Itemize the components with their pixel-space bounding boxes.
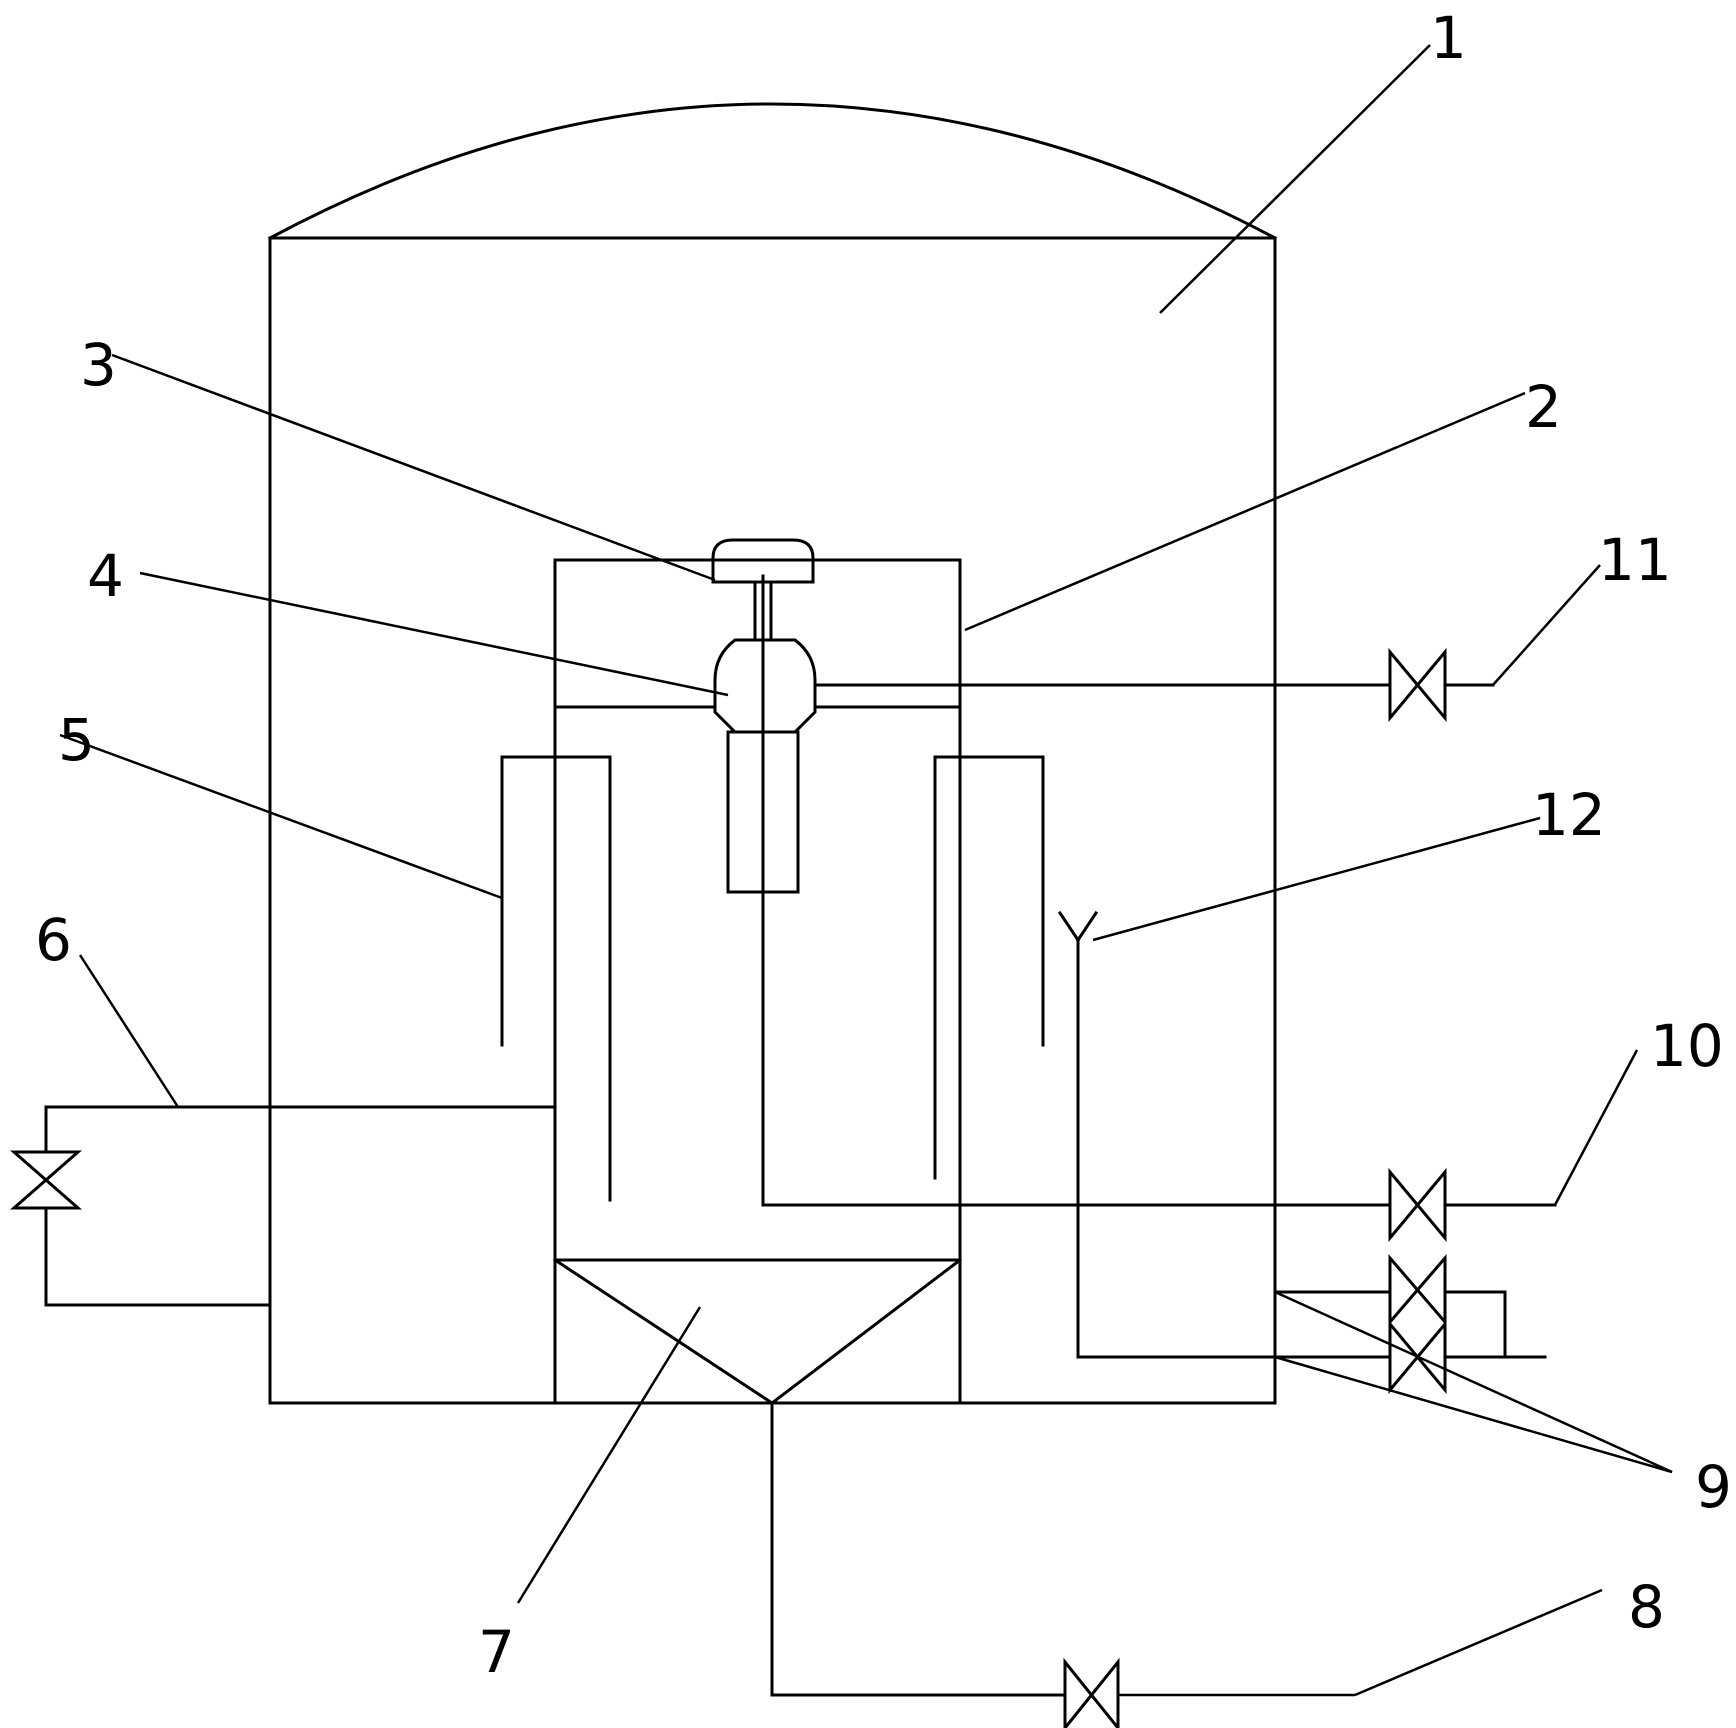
label-2: 2	[1525, 373, 1562, 441]
valve-10	[1388, 1167, 1557, 1243]
component-labels: 1 2 3 4 5 6 7 8 9 10 11 12	[35, 4, 1732, 1686]
label-1: 1	[1430, 4, 1467, 72]
baffle-right	[933, 755, 1045, 1180]
outer-vessel	[267, 102, 1278, 1405]
central-body	[713, 574, 1390, 1207]
label-9: 9	[1695, 1453, 1732, 1521]
bottom-drain-line	[770, 1401, 1120, 1728]
label-11: 11	[1598, 526, 1672, 594]
label-6: 6	[35, 906, 72, 974]
valve-11	[813, 647, 1495, 723]
label-8: 8	[1628, 1573, 1665, 1641]
top-cap	[711, 538, 815, 642]
label-5: 5	[58, 706, 95, 774]
leader-lines	[59, 44, 1673, 1697]
label-3: 3	[80, 331, 117, 399]
label-12: 12	[1532, 781, 1606, 849]
left-recirculation-line	[10, 1105, 557, 1307]
sensor-12	[1057, 910, 1099, 1359]
inner-chamber	[553, 558, 962, 1405]
label-10: 10	[1650, 1012, 1724, 1080]
right-valve-pair	[1076, 1253, 1547, 1395]
label-7: 7	[478, 1618, 515, 1686]
conical-bottom	[552, 1257, 963, 1406]
baffle-left	[500, 755, 612, 1202]
label-4: 4	[87, 542, 124, 610]
